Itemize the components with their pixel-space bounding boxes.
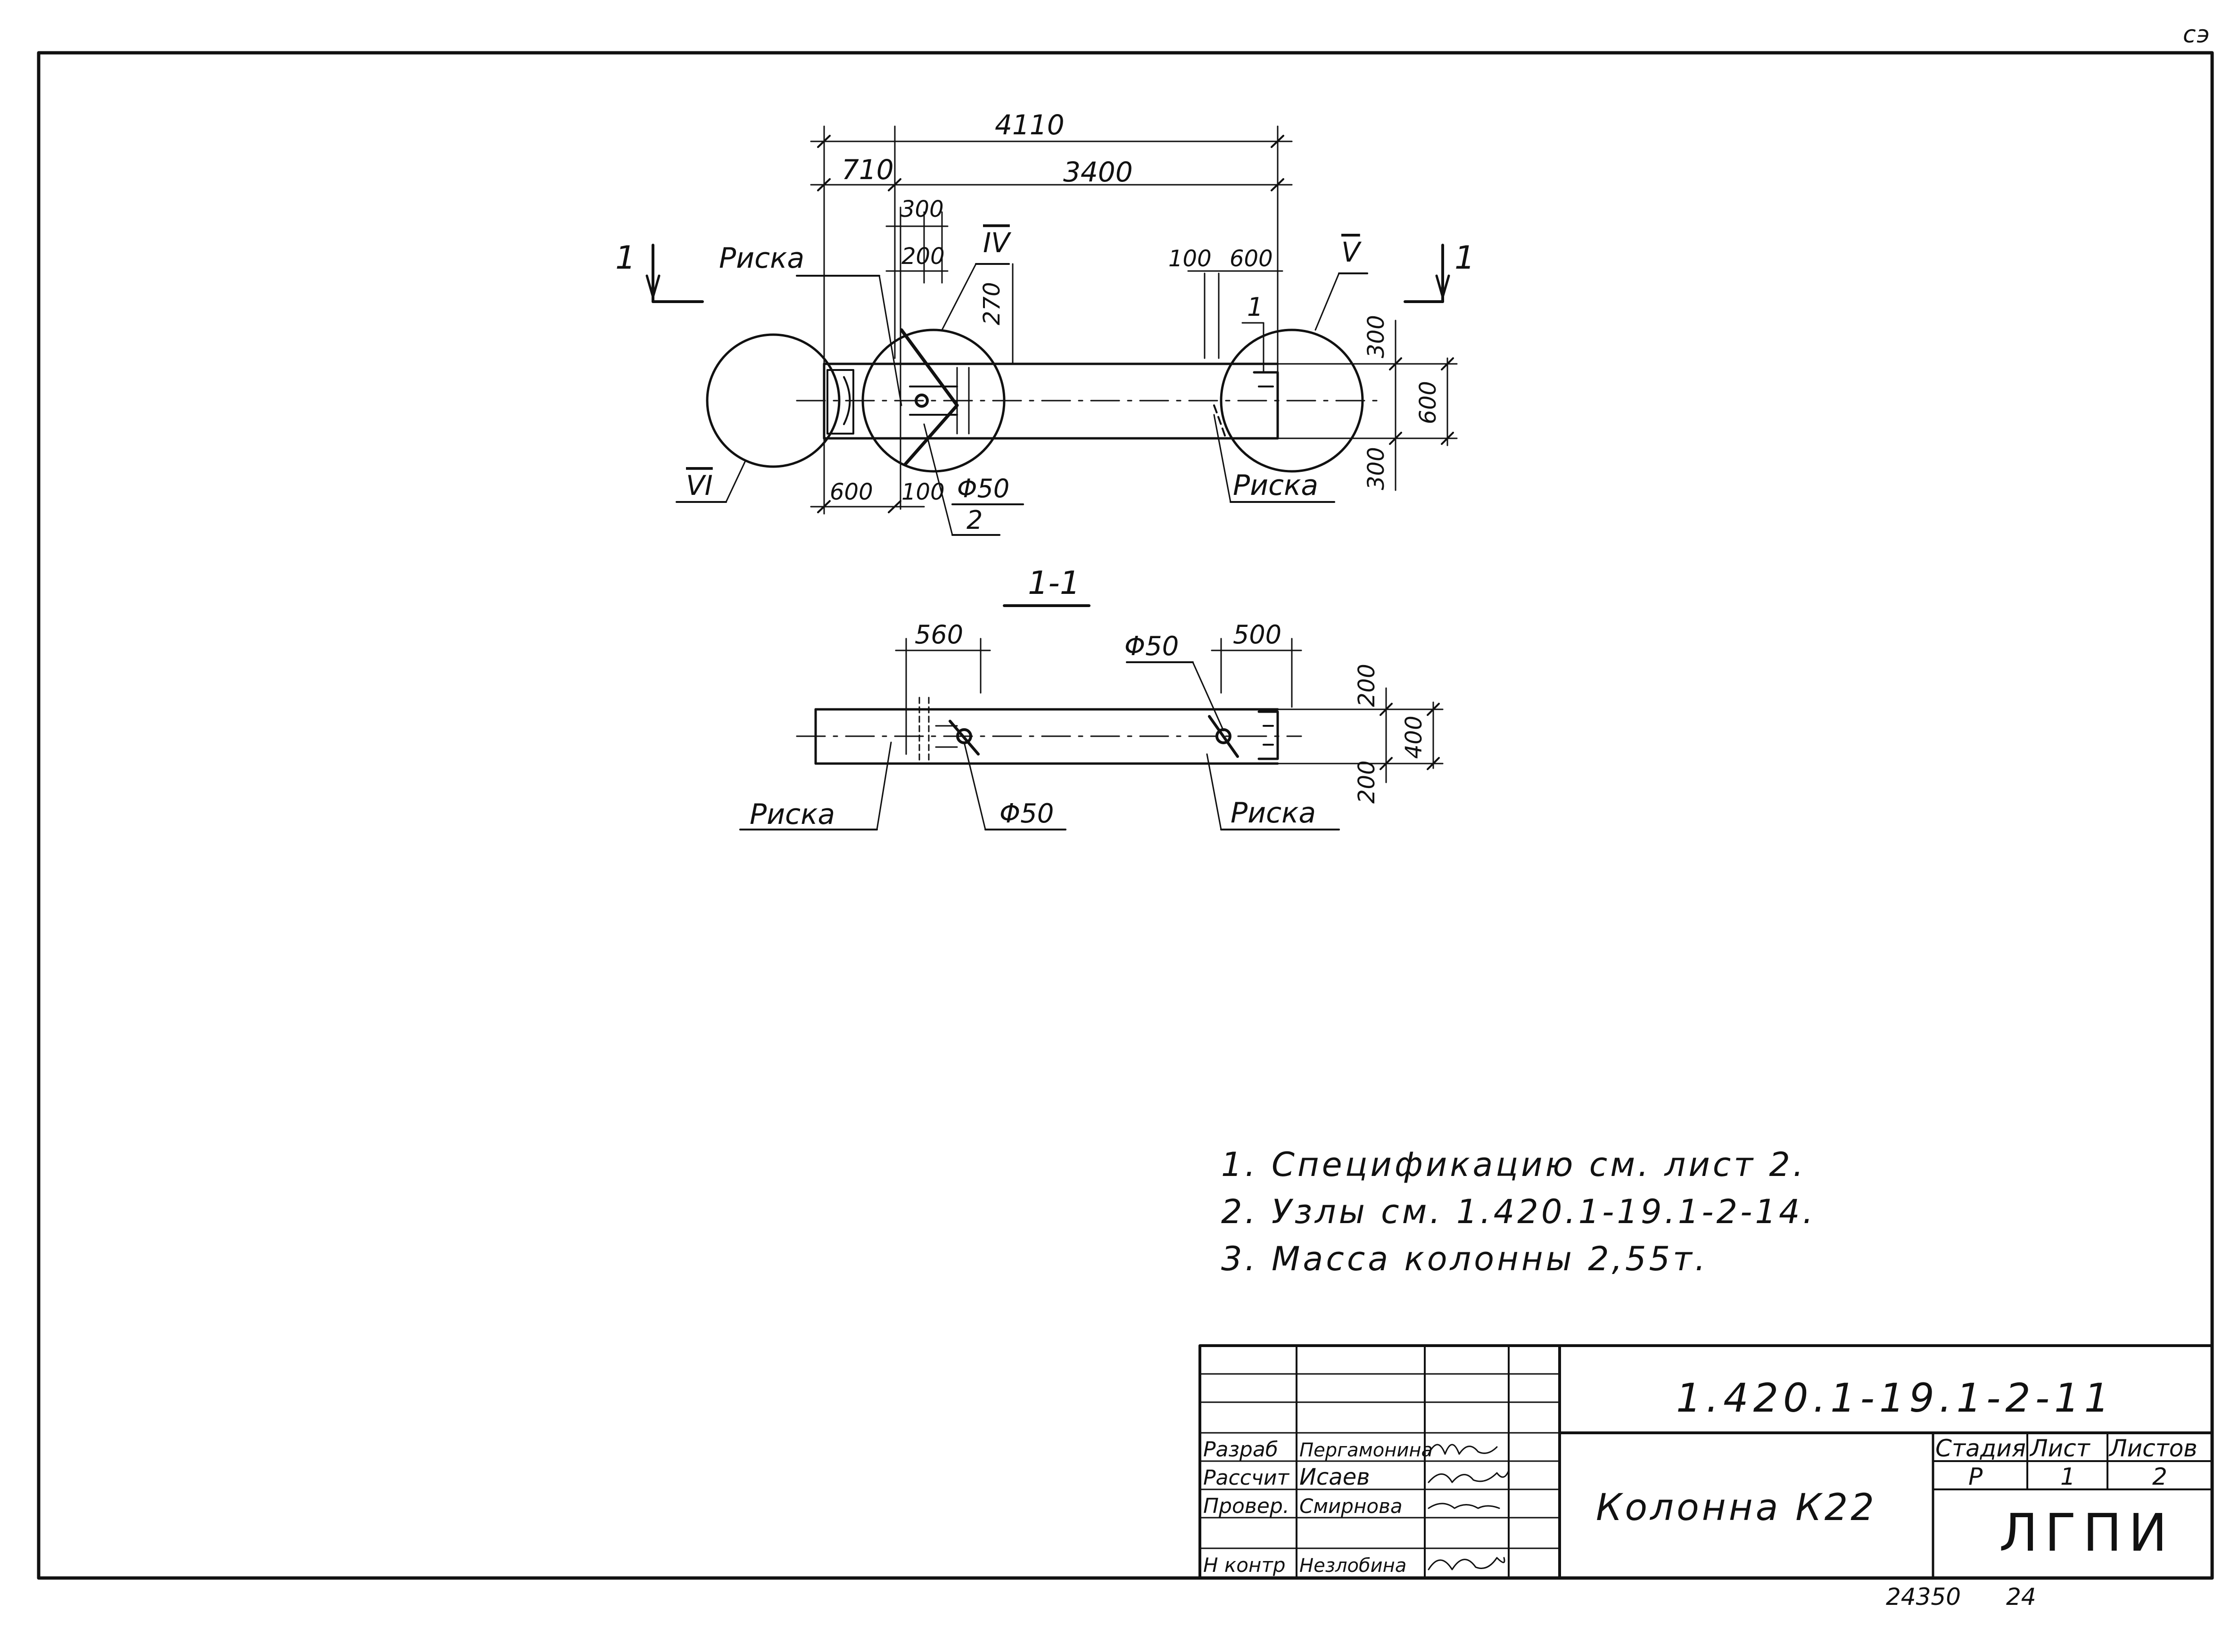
dim-right: 3400 [1063, 156, 1133, 188]
sheets-value: 2 [2152, 1463, 2167, 1490]
phi50-section-top: Φ50 [1124, 631, 1179, 662]
dim-200-top: 200 [901, 243, 945, 270]
note-2: 2. Узлы см. 1.420.1-19.1-2-14. [1221, 1192, 1816, 1231]
section-mark-right: 1 [1454, 239, 1475, 277]
dim-600-bottom: 600 [830, 479, 873, 505]
drawing-title: Колонна К22 [1596, 1487, 1877, 1529]
dim-600-height: 600 [1415, 381, 1441, 424]
dim-200-bottom-section: 200 [1354, 760, 1380, 804]
name-calc: Исаев [1299, 1464, 1370, 1490]
stage-value: Р [1968, 1463, 1983, 1490]
inventory-number: 24350 [1886, 1583, 1961, 1611]
doc-code: 1.420.1-19.1-2-11 [1676, 1375, 2114, 1421]
note-1: 1. Спецификацию см. лист 2. [1221, 1145, 1806, 1184]
section-mark-left: 1 [615, 239, 636, 277]
riska-section-right: Риска [1231, 797, 1316, 830]
sheet-frame [37, 51, 2214, 1580]
sheet-value: 1 [2060, 1463, 2075, 1490]
name-check: Смирнова [1299, 1495, 1403, 1518]
dim-left: 710 [842, 154, 894, 186]
page-number: 24 [2006, 1583, 2036, 1611]
riska-label-right: Риска [1233, 469, 1318, 502]
stage-header: Стадия [1935, 1435, 2026, 1462]
section-1-1: 1-1 [739, 565, 1444, 831]
callout-1: 1 [1247, 292, 1263, 322]
notes: 1. Спецификацию см. лист 2. 2. Узлы см. … [1221, 1145, 1816, 1278]
corner-mark: ϲ϶ [2183, 21, 2210, 48]
dim-300-a: 300 [1363, 315, 1389, 358]
phi50-plan: Φ50 [957, 474, 1009, 503]
node-label-vi: VI [686, 469, 713, 501]
role-norm: Н контр [1203, 1553, 1286, 1577]
node-circle-v [1220, 329, 1364, 473]
title-block: 1.420.1-19.1-2-11 Колонна К22 Стадия Лис… [1198, 1344, 2214, 1579]
dim-600-right: 600 [1230, 246, 1273, 272]
phi50-section-bottom: Φ50 [1000, 798, 1054, 829]
dim-560: 560 [915, 620, 963, 649]
sheets-header: Листов [2108, 1435, 2198, 1462]
note-3: 3. Масса колонны 2,55т. [1221, 1240, 1708, 1278]
role-calc: Рассчит [1203, 1466, 1289, 1490]
role-check: Провер. [1203, 1494, 1289, 1518]
dim-100-bottom: 100 [901, 479, 945, 505]
dim-270: 270 [979, 282, 1005, 325]
signatures [1428, 1444, 1510, 1570]
dim-300-top: 300 [901, 196, 944, 222]
dim-400: 400 [1401, 715, 1427, 759]
node-circle-iv [861, 329, 1006, 473]
dim-total: 4110 [995, 109, 1065, 141]
role-develop: Разраб [1203, 1438, 1278, 1462]
callout-2: 2 [967, 505, 983, 535]
dim-100-right: 100 [1168, 246, 1212, 272]
node-label-v: V [1341, 236, 1362, 268]
dim-200-top-section: 200 [1354, 664, 1380, 707]
org-logo: ЛГПИ [1999, 1503, 2174, 1563]
riska-section-left: Риска [750, 798, 835, 831]
plan-view: 4110 710 3400 300 200 270 100 600 300 60… [615, 109, 1475, 536]
dim-300-b: 300 [1363, 447, 1389, 490]
name-norm: Незлобина [1299, 1555, 1406, 1577]
node-circle-vi [706, 333, 841, 468]
section-title: 1-1 [1028, 565, 1080, 602]
sheet-header: Лист [2029, 1435, 2091, 1462]
name-develop: Пергамонина [1299, 1439, 1433, 1461]
dim-500: 500 [1233, 620, 1281, 649]
node-label-iv: IV [983, 227, 1012, 259]
riska-label-left: Риска [719, 242, 804, 275]
